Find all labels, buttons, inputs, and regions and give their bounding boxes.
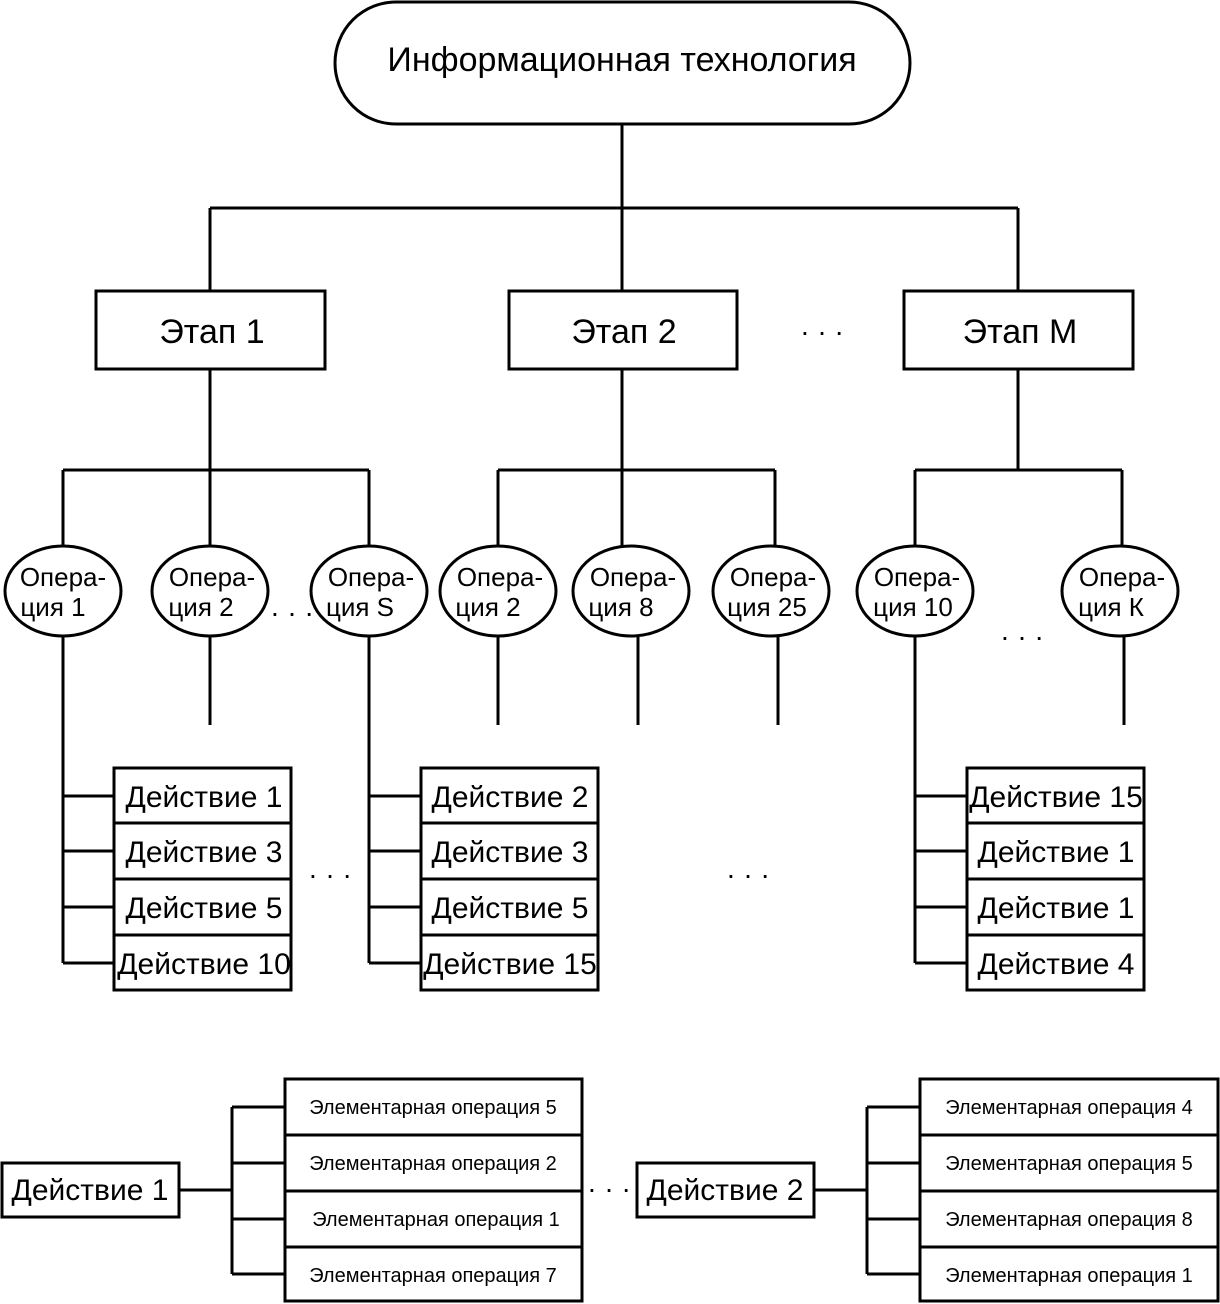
elementary-operation-label: Элементарная операция 1	[945, 1265, 1193, 1287]
action-group: Действие 15 Действие 1 Действие 1 Действ…	[965, 766, 1146, 992]
stage-node: Этап M	[902, 289, 1135, 371]
decomposition-ellipsis: · · ·	[587, 1173, 631, 1204]
operation-label-line2: ция 10	[873, 592, 953, 622]
operation-node: Опера- ция 1	[3, 544, 123, 638]
stage-node: Этап 1	[94, 289, 327, 371]
operation-label-line2: ция 8	[588, 592, 653, 622]
decomposition-action-label: Действие 1	[12, 1174, 169, 1207]
action-decomposition: Действие 2 Элементарная операция 4 Элеме…	[635, 1077, 1220, 1303]
action-label: Действие 5	[126, 892, 283, 925]
stage-label: Этап 2	[571, 313, 676, 351]
operation-node: Опера- ция S	[309, 544, 429, 638]
action-label: Действие 10	[117, 948, 291, 981]
stage-label: Этап M	[963, 313, 1078, 351]
action-ellipsis: · · ·	[726, 859, 770, 890]
operation-label-line1: Опера-	[457, 562, 543, 592]
action-decomposition: Действие 1 Элементарная операция 5 Элеме…	[0, 1077, 584, 1303]
root-node: Информационная технология	[333, 0, 912, 126]
operation-node: Опера- ция 25	[711, 544, 831, 638]
connector-lines	[61, 124, 1126, 1276]
action-group: Действие 2 Действие 3 Действие 5 Действи…	[419, 766, 600, 992]
elementary-operation-label: Элементарная операция 8	[945, 1209, 1193, 1231]
operation-label-line2: ция 25	[727, 592, 807, 622]
action-label: Действие 4	[978, 948, 1135, 981]
action-label: Действие 1	[978, 892, 1135, 925]
operation-node: Опера- ция 2	[438, 544, 558, 638]
operation-node: Опера- ция 2	[150, 544, 270, 638]
operation-ellipsis: · · ·	[1000, 621, 1044, 652]
stage-label: Этап 1	[159, 313, 264, 351]
elementary-operation-label: Элементарная операция 4	[945, 1097, 1193, 1119]
action-label: Действие 15	[423, 948, 597, 981]
action-group: Действие 1 Действие 3 Действие 5 Действи…	[112, 766, 293, 992]
action-label: Действие 1	[978, 836, 1135, 869]
operation-label-line2: ция 2	[168, 592, 233, 622]
elementary-operation-label: Элементарная операция 7	[309, 1265, 557, 1287]
elementary-operation-label: Элементарная операция 1	[312, 1209, 560, 1231]
operation-label-line1: Опера-	[169, 562, 255, 592]
action-ellipsis: · · ·	[308, 859, 352, 890]
operation-label-line1: Опера-	[20, 562, 106, 592]
elementary-operation-label: Элементарная операция 5	[309, 1097, 557, 1119]
operation-label-line1: Опера-	[590, 562, 676, 592]
root-label: Информационная технология	[387, 41, 856, 79]
operation-label-line1: Опера-	[874, 562, 960, 592]
stage-ellipsis: · · ·	[800, 316, 844, 347]
action-label: Действие 3	[432, 836, 589, 869]
operation-label-line1: Опера-	[1079, 562, 1165, 592]
action-label: Действие 5	[432, 892, 589, 925]
action-label: Действие 1	[126, 781, 283, 814]
action-label: Действие 15	[969, 781, 1143, 814]
decomposition-action-label: Действие 2	[647, 1174, 804, 1207]
action-label: Действие 2	[432, 781, 589, 814]
operation-node: Опера- ция 10	[855, 544, 975, 638]
stage-node: Этап 2	[507, 289, 739, 371]
operation-ellipsis: · · ·	[270, 597, 314, 628]
operation-label-line2: ция 1	[20, 592, 85, 622]
operation-node: Опера- ция 8	[571, 544, 691, 638]
elementary-operation-label: Элементарная операция 5	[945, 1153, 1193, 1175]
operation-label-line2: ция 2	[455, 592, 520, 622]
operation-node: Опера- ция К	[1060, 544, 1180, 638]
action-label: Действие 3	[126, 836, 283, 869]
operation-label-line2: ция К	[1078, 592, 1144, 622]
operation-label-line1: Опера-	[730, 562, 816, 592]
operation-label-line1: Опера-	[328, 562, 414, 592]
elementary-operation-label: Элементарная операция 2	[309, 1153, 557, 1175]
operation-label-line2: ция S	[326, 592, 394, 622]
